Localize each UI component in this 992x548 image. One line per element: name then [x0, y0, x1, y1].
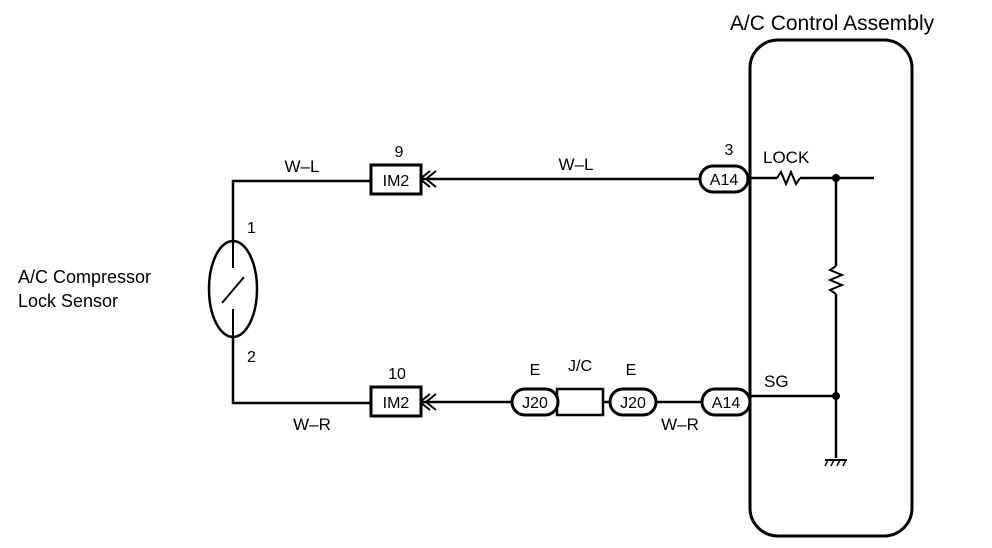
lock-sensor-symbol — [207, 239, 259, 339]
im2-bottom-code: IM2 — [383, 395, 410, 412]
im2-top-code: IM2 — [383, 173, 410, 190]
sensor-label-line1: A/C Compressor — [18, 267, 151, 287]
j20-right-code: J20 — [620, 395, 646, 412]
terminal-sg: SG — [764, 372, 789, 391]
jc-junction-box — [555, 387, 605, 417]
sensor-pin-top: 1 — [247, 220, 256, 237]
a14-connector-top: A14 — [698, 164, 750, 194]
lock-resistor — [776, 169, 801, 187]
jc-label: J/C — [568, 358, 592, 375]
bottom-arrow — [424, 393, 437, 411]
sensor-pin-bottom: 2 — [247, 349, 256, 366]
im2-bottom-pin: 10 — [388, 366, 406, 383]
wire-label-bottom-right: W–R — [661, 415, 699, 434]
j20-left-code: J20 — [522, 395, 548, 412]
junction-dot-top — [832, 174, 840, 182]
junction-dot-bottom — [832, 392, 840, 400]
a14-top-code: A14 — [710, 172, 739, 189]
internal-resistor — [827, 265, 845, 295]
wire-label-top-left: W–L — [285, 157, 320, 176]
j20-right-pin: E — [626, 362, 637, 379]
assembly-title: A/C Control Assembly — [730, 12, 935, 35]
im2-connector-top: IM2 — [369, 163, 423, 196]
a14-bottom-code: A14 — [712, 395, 741, 412]
a14-connector-bottom: A14 — [700, 387, 752, 417]
j20-connector-left: J20 — [510, 387, 560, 417]
im2-top-pin: 9 — [395, 144, 404, 161]
wire-label-top-right: W–L — [559, 155, 594, 174]
a14-top-pin: 3 — [725, 142, 734, 159]
terminal-lock: LOCK — [763, 148, 810, 167]
j20-connector-right: J20 — [608, 387, 658, 417]
im2-connector-bottom: IM2 — [369, 385, 423, 418]
top-arrow — [424, 170, 437, 188]
sensor-label-line2: Lock Sensor — [18, 291, 118, 311]
sensor-switch — [221, 276, 245, 304]
ac-control-assembly-box — [748, 38, 914, 538]
wire-top-left — [231, 179, 371, 243]
j20-left-pin: E — [530, 362, 541, 379]
wire-label-bottom-left: W–R — [293, 415, 331, 434]
wire-bottom-left — [231, 335, 371, 405]
